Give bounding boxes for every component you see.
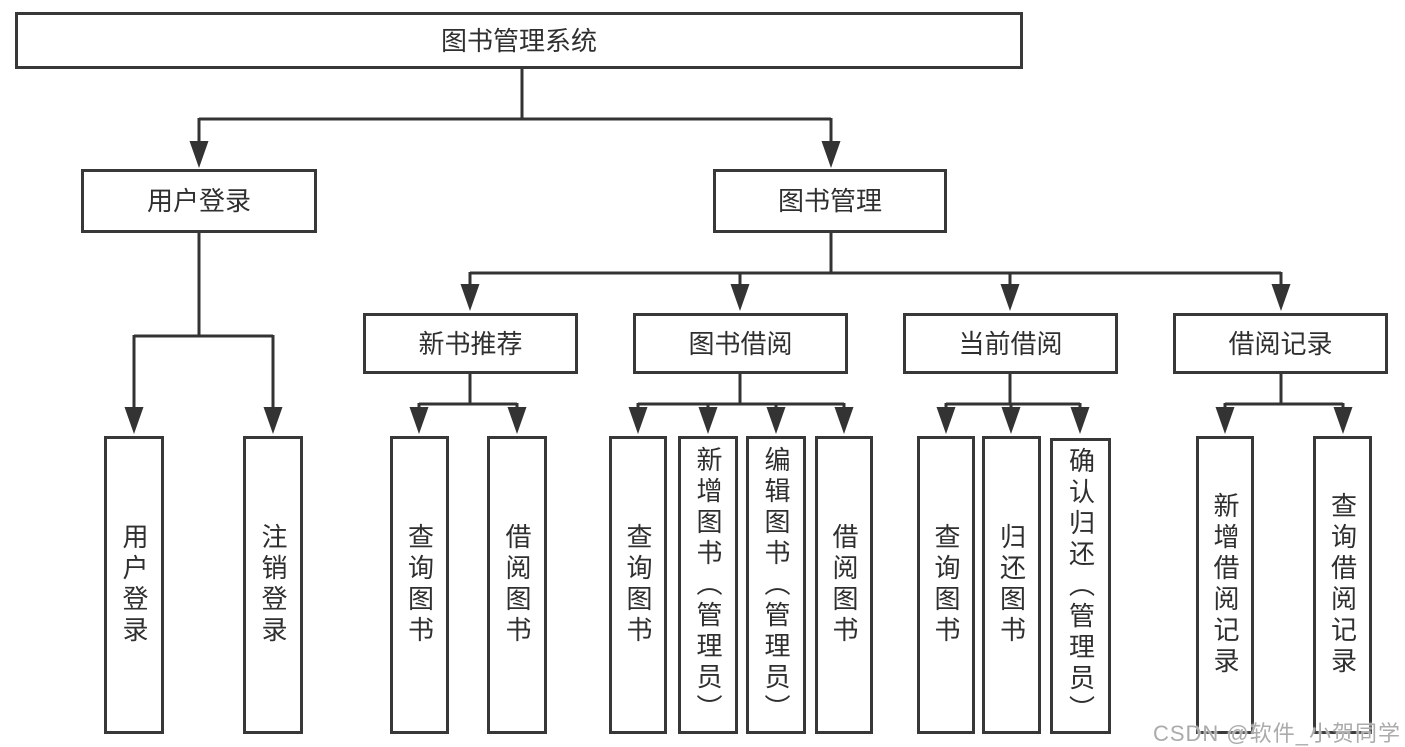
- leaf-add-books-admin: 新增图书（管理员）: [678, 436, 738, 734]
- node-book-borrowing: 图书借阅: [633, 313, 848, 374]
- leaf-confirm-return-admin: 确认归还（管理员）: [1050, 438, 1111, 734]
- leaf-borrow-books-borrowing: 借阅图书: [815, 436, 873, 734]
- node-borrowing-records: 借阅记录: [1173, 313, 1388, 374]
- node-new-book-recommendation-label: 新书推荐: [418, 328, 523, 359]
- leaf-query-books-current-label: 查询图书: [931, 523, 961, 647]
- root-node-library-management-system: 图书管理系统: [15, 12, 1023, 69]
- leaf-borrow-books-newbook: 借阅图书: [487, 436, 547, 734]
- node-current-borrowing-label: 当前借阅: [958, 328, 1063, 359]
- leaf-user-login-label: 用户登录: [119, 523, 149, 647]
- leaf-add-borrow-record-label: 新增借阅记录: [1210, 492, 1240, 678]
- node-new-book-recommendation: 新书推荐: [363, 313, 578, 374]
- node-book-management: 图书管理: [713, 169, 947, 233]
- leaf-query-books-newbook-label: 查询图书: [404, 523, 435, 647]
- leaf-edit-books-admin: 编辑图书（管理员）: [746, 436, 806, 734]
- leaf-edit-books-admin-label: 编辑图书（管理员）: [761, 445, 791, 725]
- leaf-query-books-borrowing: 查询图书: [609, 436, 667, 734]
- leaf-user-login: 用户登录: [104, 436, 164, 734]
- leaf-query-borrow-record-label: 查询借阅记录: [1327, 492, 1358, 678]
- leaf-return-books-label: 归还图书: [996, 523, 1027, 647]
- node-current-borrowing: 当前借阅: [903, 313, 1118, 374]
- root-node-label: 图书管理系统: [440, 25, 597, 56]
- node-book-management-label: 图书管理: [777, 186, 882, 216]
- node-book-borrowing-label: 图书借阅: [688, 328, 793, 359]
- node-user-login: 用户登录: [81, 169, 317, 233]
- leaf-logout: 注销登录: [243, 436, 303, 734]
- csdn-watermark: CSDN @软件_小贺同学: [1152, 721, 1401, 746]
- leaf-confirm-return-admin-label: 确认归还（管理员）: [1065, 446, 1096, 726]
- leaf-query-books-current: 查询图书: [917, 436, 975, 734]
- leaf-borrow-books-newbook-label: 借阅图书: [502, 523, 532, 647]
- leaf-add-borrow-record: 新增借阅记录: [1196, 436, 1254, 734]
- node-borrowing-records-label: 借阅记录: [1228, 328, 1333, 359]
- leaf-query-borrow-record: 查询借阅记录: [1313, 436, 1372, 734]
- leaf-logout-label: 注销登录: [258, 523, 288, 647]
- node-user-login-label: 用户登录: [146, 186, 251, 216]
- leaf-query-books-borrowing-label: 查询图书: [623, 523, 653, 647]
- leaf-return-books: 归还图书: [982, 436, 1041, 734]
- leaf-query-books-newbook: 查询图书: [390, 436, 449, 734]
- leaf-add-books-admin-label: 新增图书（管理员）: [693, 445, 723, 725]
- leaf-borrow-books-borrowing-label: 借阅图书: [829, 523, 859, 647]
